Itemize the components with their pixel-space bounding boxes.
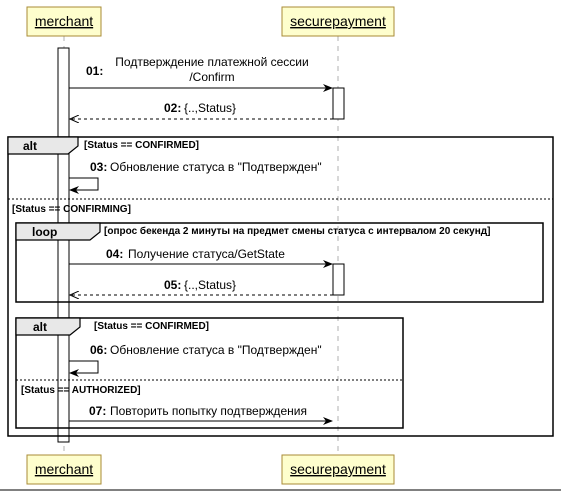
msg-06-number: 06: (90, 343, 107, 357)
outer-alt-frame: alt [Status == CONFIRMED] [Status == CON… (7, 136, 554, 437)
msg-03-number: 03: (90, 160, 107, 174)
msg-05-text: {..,Status} (184, 278, 236, 292)
inner-alt-guard-1: [Status == CONFIRMED] (94, 321, 209, 332)
actor-merchant-bottom: merchant (26, 454, 102, 485)
inner-alt-guard-2: [Status == AUTHORIZED] (21, 385, 141, 396)
actor-securepayment-top: securepayment (281, 6, 395, 37)
inner-alt-tab (15, 317, 81, 336)
msg-05-number: 05: (164, 278, 181, 292)
outer-alt-label: alt (23, 139, 37, 153)
actor-securepayment-bottom: securepayment (281, 454, 395, 485)
loop-tab (15, 222, 101, 241)
msg-06-arrow (69, 360, 99, 377)
msg-04-number: 04: (106, 247, 123, 261)
msg-02-number: 02: (164, 101, 181, 115)
merchant-activation (57, 47, 70, 443)
actor-merchant-label: merchant (35, 13, 93, 29)
msg-03-text: Обновление статуса в "Подтвержден" (110, 160, 322, 174)
msg-07-number: 07: (89, 404, 106, 418)
securepayment-activation-2 (332, 263, 345, 296)
msg-01-text-line1: Подтверждение платежной сессии (115, 55, 308, 69)
actor-securepayment-label: securepayment (290, 13, 386, 29)
outer-alt-guard-1: [Status == CONFIRMED] (84, 140, 199, 151)
loop-label: loop (32, 225, 57, 239)
outer-alt-guard-2: [Status == CONFIRMING] (12, 204, 131, 215)
msg-01-number: 01: (86, 64, 103, 78)
outer-alt-tab (7, 136, 79, 155)
loop-guard: [опрос бекенда 2 минуты на предмет смены… (104, 225, 490, 237)
msg-06-text: Обновление статуса в "Подтвержден" (110, 343, 322, 357)
msg-07-text: Повторить попытку подтверждения (110, 404, 307, 418)
msg-04-text: Получение статуса/GetState (128, 247, 285, 261)
actor-merchant-top: merchant (26, 6, 102, 37)
inner-alt-frame: alt [Status == CONFIRMED] [Status == AUT… (15, 317, 404, 429)
loop-frame: loop [опрос бекенда 2 минуты на предмет … (15, 222, 544, 303)
actor-securepayment-bottom-label: securepayment (290, 461, 386, 477)
msg-01-text-line2: /Confirm (189, 70, 234, 84)
securepayment-activation-1 (332, 87, 345, 120)
inner-alt-label: alt (33, 320, 47, 334)
msg-03-arrow (69, 177, 99, 194)
msg-02-text: {..,Status} (184, 101, 236, 115)
actor-merchant-bottom-label: merchant (35, 461, 93, 477)
